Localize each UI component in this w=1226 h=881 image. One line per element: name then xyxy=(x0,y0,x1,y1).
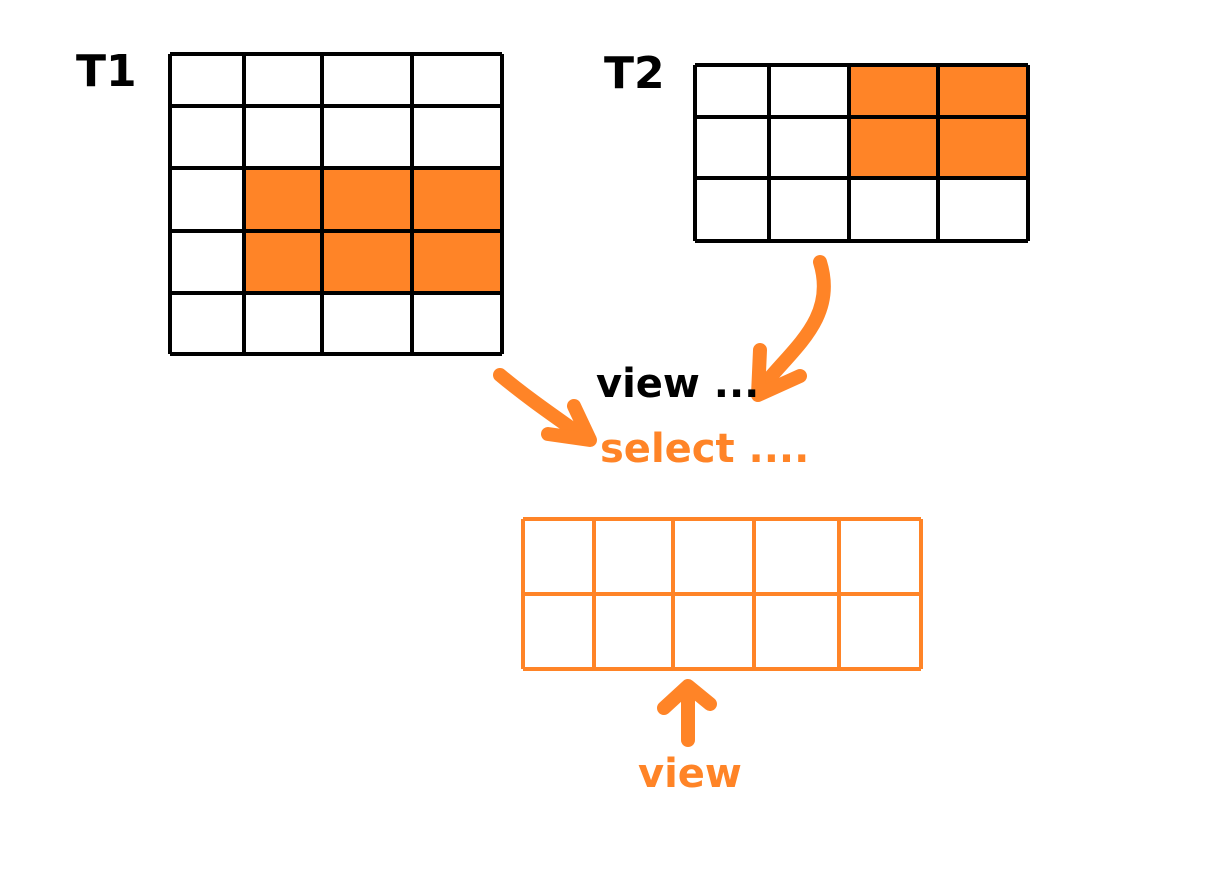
t2-table xyxy=(693,63,1030,243)
view-result-table xyxy=(521,517,923,671)
t1-table xyxy=(168,52,504,356)
highlighted-cell xyxy=(938,65,1028,117)
highlighted-cell xyxy=(244,231,322,293)
highlighted-cell xyxy=(322,168,412,231)
highlighted-cell xyxy=(244,168,322,231)
highlighted-cell xyxy=(938,117,1028,178)
t2-label: T2 xyxy=(604,48,665,99)
t1-label: T1 xyxy=(76,46,137,97)
highlighted-cell xyxy=(849,65,938,117)
highlighted-cell xyxy=(322,231,412,293)
highlighted-cell xyxy=(849,117,938,178)
arrow-t1-to-select xyxy=(493,368,597,447)
view-statement: view ... xyxy=(596,361,759,407)
select-statement: select .... xyxy=(600,426,809,472)
arrow-t2-to-view xyxy=(751,255,831,402)
arrow-up-to-view xyxy=(657,679,717,747)
highlighted-cell xyxy=(412,231,502,293)
highlighted-cell xyxy=(412,168,502,231)
view-result-label: view xyxy=(638,751,742,797)
